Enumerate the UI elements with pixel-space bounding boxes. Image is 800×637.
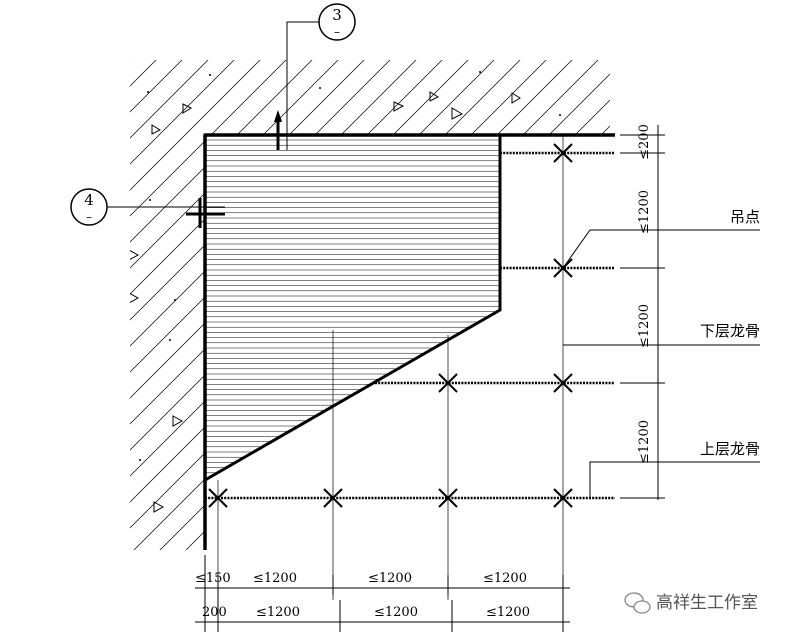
bottom-dim2-3: ≤1200 [486,605,530,620]
triangle-aggregate-icon [511,92,521,104]
right-dim-3: ≤1200 [637,304,652,348]
hanging-point-label: 吊点 [730,208,760,226]
bottom-dim2-0: 200 [202,605,227,620]
bottom-dim2-1: ≤1200 [256,605,300,620]
watermark-text: 高祥生工作室 [656,593,758,613]
wechat-icon [624,592,651,614]
right-dim-4: ≤1200 [637,420,652,464]
triangle-aggregate-icon [429,91,440,102]
callout-4-sub: – [86,210,92,224]
arrow-up-icon [274,110,282,122]
cross-marker-icon [553,373,573,393]
bottom-dim2-2: ≤1200 [374,605,418,620]
cross-marker-icon [438,488,458,508]
right-dimension-chain [620,125,665,500]
right-dim-1: ≤200 [637,124,652,160]
callout-3-number: 3 [332,6,342,24]
keel-lines [205,151,615,500]
callout-3-sub: – [334,25,340,39]
triangle-aggregate-icon [151,124,162,135]
triangle-aggregate-icon [130,249,140,261]
cross-marker-icon [208,488,228,508]
right-dim-2: ≤1200 [637,190,652,234]
aggregate-marks [130,91,521,513]
ceiling-board-section [205,139,500,479]
cross-marker-icon [553,488,573,508]
bottom-dim1-2: ≤1200 [368,571,412,586]
triangle-aggregate-icon [182,103,193,114]
triangle-aggregate-icon [451,107,464,120]
lower-keel-label: 下层龙骨 [700,322,760,340]
triangle-aggregate-icon [172,415,184,427]
hanging-point-markers [208,143,573,508]
callout-4-number: 4 [84,191,94,209]
leader-lines [562,229,760,498]
bottom-dim1-1: ≤1200 [253,571,297,586]
cross-marker-icon [323,488,343,508]
bottom-dim1-3: ≤1200 [483,571,527,586]
cross-marker-icon [438,373,458,393]
concrete-wall-hatch [130,60,610,550]
bottom-dimension-chain [195,555,570,632]
bottom-dim1-0: ≤150 [195,571,231,586]
keel-grid-lines [217,135,564,600]
upper-keel-label: 上层龙骨 [700,440,760,458]
cross-marker-icon [553,143,573,163]
section-callout-3: 3 – [274,3,356,150]
triangle-aggregate-icon [393,101,405,112]
section-callout-4: 4 – [70,188,225,228]
triangle-aggregate-icon [130,292,140,304]
watermark: 高祥生工作室 [624,592,758,614]
triangle-aggregate-icon [153,501,165,513]
